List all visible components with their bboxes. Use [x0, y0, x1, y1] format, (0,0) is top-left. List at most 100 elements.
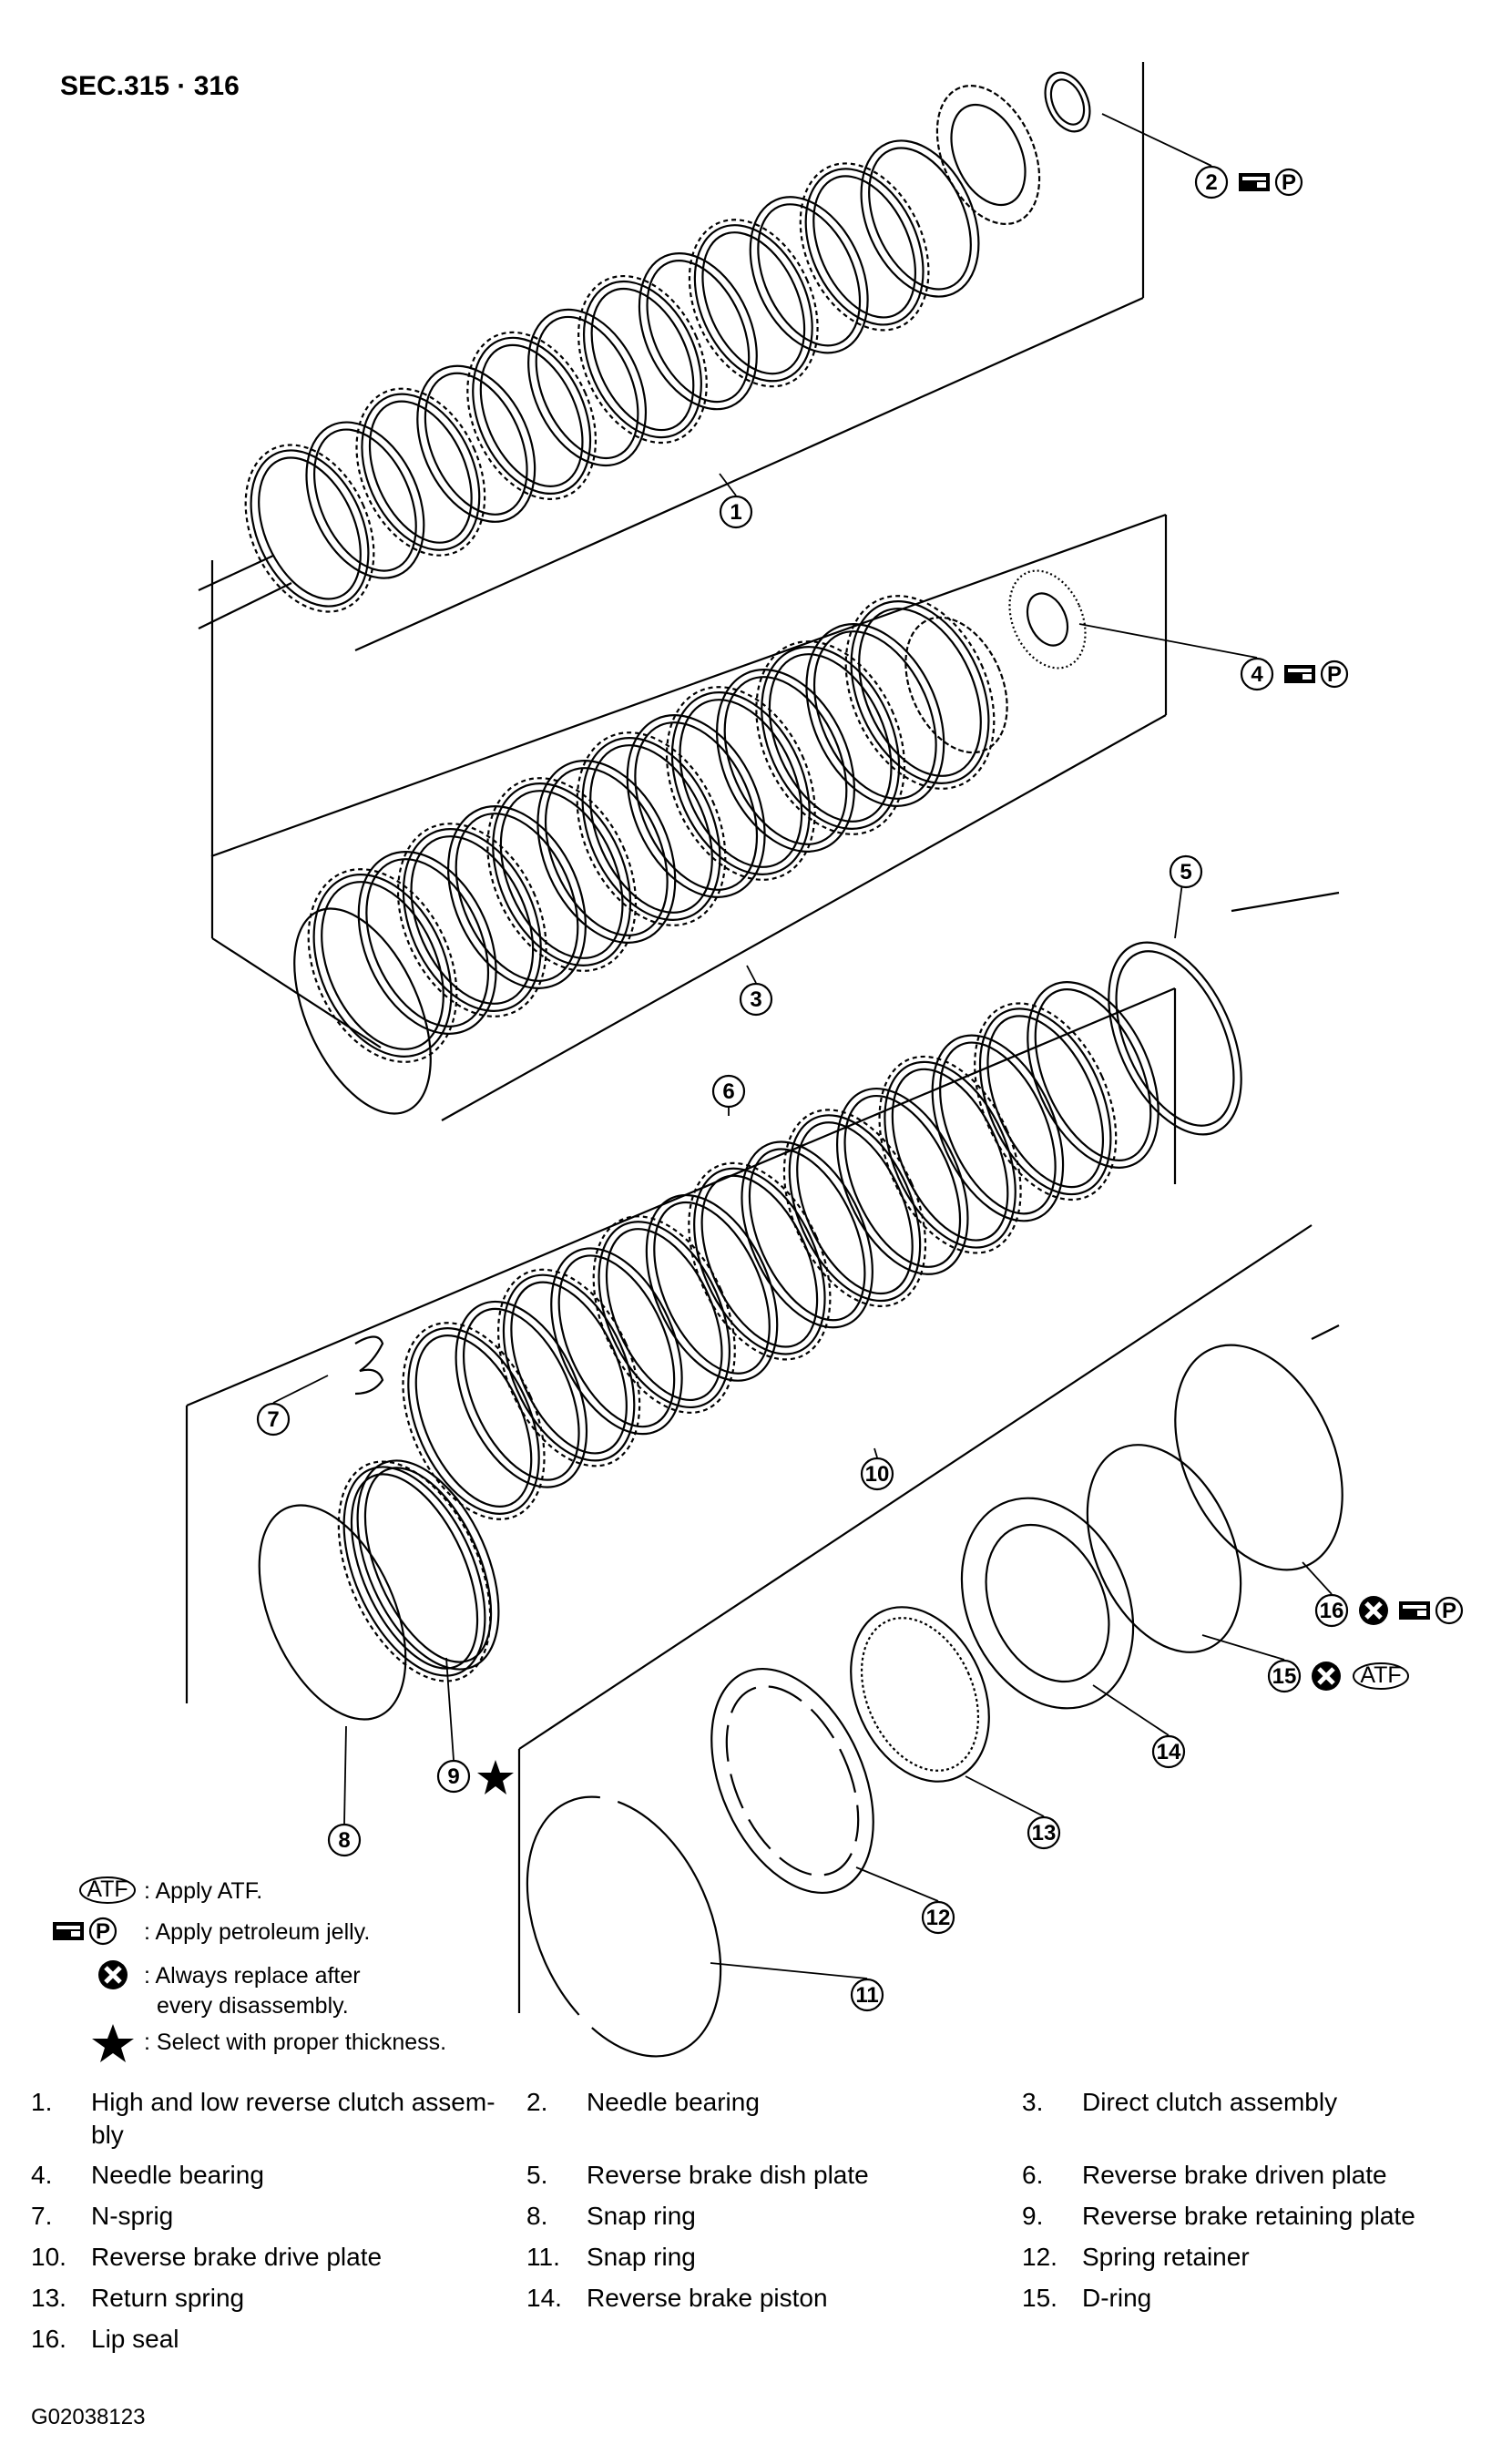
part-name: High and low reverse clutch assem- — [91, 2088, 495, 2116]
part-number: 10. — [31, 2243, 66, 2271]
part-name: Reverse brake dish plate — [587, 2161, 869, 2189]
callout-circle-14 — [1151, 1734, 1186, 1769]
part-number: 2. — [526, 2088, 548, 2116]
legend-thickness-text: : Select with proper thickness. — [144, 2030, 446, 2055]
part-name: Spring retainer — [1082, 2243, 1250, 2271]
part-name: Direct clutch assembly — [1082, 2088, 1338, 2116]
callout-leader-7 — [272, 1375, 329, 1404]
part-name: Needle bearing — [91, 2161, 264, 2189]
callout-number-2: 2 — [1205, 170, 1217, 195]
snap-ring-11 — [526, 1795, 722, 2058]
callout-circle-16 — [1314, 1593, 1349, 1628]
dish-plate-5 — [1108, 941, 1242, 1136]
part-number: 13. — [31, 2284, 66, 2312]
part-number: 14. — [526, 2284, 562, 2312]
callout-number-4: 4 — [1251, 662, 1263, 687]
callout-circle-2 — [1194, 165, 1229, 199]
callout-circle-10 — [860, 1457, 894, 1491]
direct-clutch-plates — [307, 595, 996, 1063]
petroleum-jelly-icon — [1237, 168, 1303, 197]
section-title: SEC.315 · 316 — [60, 71, 240, 101]
petroleum-jelly-icon — [1397, 1596, 1464, 1625]
part-name: Reverse brake driven plate — [1082, 2161, 1387, 2189]
callout-leader-14 — [1092, 1684, 1170, 1736]
callout-circle-9 — [436, 1759, 471, 1794]
legend-replace-icon — [98, 1960, 128, 1989]
clutch-hub-3 — [904, 616, 1008, 754]
callout-number-1: 1 — [730, 500, 741, 525]
part-name: Lip seal — [91, 2325, 179, 2353]
callout-leader-8 — [343, 1725, 347, 1825]
lip-seal-16 — [1174, 1344, 1343, 1571]
callout-circle-7 — [256, 1402, 291, 1437]
part-number: 3. — [1022, 2088, 1044, 2116]
legend-petroleum-jelly-icon — [51, 1917, 117, 1946]
part-name: Snap ring — [587, 2243, 696, 2271]
legend-petroleum-jelly-text: : Apply petroleum jelly. — [144, 1919, 370, 1945]
part-name: N-sprig — [91, 2202, 174, 2230]
snap-ring-8 — [258, 1504, 407, 1721]
callout-circle-4 — [1240, 657, 1274, 691]
legend-replace-text-1: : Always replace after — [144, 1963, 361, 1989]
callout-number-7: 7 — [267, 1407, 279, 1432]
reverse-brake-plates — [402, 981, 1160, 1520]
callout-leader-1 — [719, 473, 737, 496]
replace-icon — [1359, 1596, 1388, 1625]
callout-leader-16 — [1302, 1561, 1333, 1595]
callout-number-8: 8 — [338, 1828, 350, 1853]
atf-icon — [1353, 1662, 1409, 1690]
part-number: 12. — [1022, 2243, 1057, 2271]
callout-number-15: 15 — [1272, 1664, 1297, 1689]
part-number: 5. — [526, 2161, 548, 2189]
callout-leader-10 — [873, 1447, 878, 1458]
callout-number-13: 13 — [1032, 1821, 1057, 1846]
part-number: 16. — [31, 2325, 66, 2353]
legend-star-icon — [92, 2024, 134, 2062]
part-name: Needle bearing — [587, 2088, 760, 2116]
part-name: Snap ring — [587, 2202, 696, 2230]
outline-brackets — [185, 62, 1340, 2013]
return-spring-13 — [850, 1606, 990, 1783]
callout-number-6: 6 — [722, 1079, 734, 1104]
callout-circle-12 — [921, 1900, 955, 1935]
callout-number-3: 3 — [750, 987, 761, 1012]
legend-atf-icon — [79, 1876, 136, 1904]
snap-ring-upper — [293, 907, 432, 1115]
callout-leader-12 — [855, 1866, 939, 1902]
n-spring-7 — [354, 1335, 384, 1396]
replace-icon — [1312, 1662, 1341, 1691]
part-name: D-ring — [1082, 2284, 1152, 2312]
callout-circle-6 — [711, 1074, 746, 1109]
part-name: Return spring — [91, 2284, 245, 2312]
callout-number-16: 16 — [1320, 1599, 1344, 1623]
part-number: 7. — [31, 2202, 53, 2230]
callout-circle-3 — [739, 982, 773, 1017]
part-number: 9. — [1022, 2202, 1044, 2230]
callout-circle-15 — [1267, 1659, 1302, 1693]
part-name: Reverse brake piston — [587, 2284, 828, 2312]
petroleum-jelly-icon — [1282, 660, 1349, 689]
callout-leader-15 — [1201, 1634, 1285, 1661]
callout-circle-13 — [1027, 1815, 1061, 1850]
callout-circle-8 — [327, 1823, 362, 1857]
part-number: 11. — [526, 2243, 560, 2271]
part-number: 1. — [31, 2088, 53, 2116]
d-ring-15 — [1086, 1444, 1242, 1653]
high-low-reverse-clutch-plates — [244, 139, 980, 613]
callout-circle-1 — [719, 495, 753, 529]
callout-leader-3 — [746, 965, 757, 984]
callout-circle-5 — [1169, 854, 1203, 889]
callout-number-12: 12 — [926, 1906, 951, 1930]
part-name: Reverse brake drive plate — [91, 2243, 383, 2271]
part-number: 6. — [1022, 2161, 1044, 2189]
figure-code: G02038123 — [31, 2405, 146, 2429]
callout-number-9: 9 — [447, 1764, 459, 1789]
retaining-plate-9 — [337, 1459, 500, 1682]
star-icon — [477, 1760, 514, 1794]
part-name-continued: bly — [91, 2121, 124, 2149]
needle-bearing-4-ring — [1008, 569, 1087, 670]
part-number: 15. — [1022, 2284, 1057, 2312]
callout-circle-11 — [850, 1978, 884, 2012]
callout-leader-11 — [710, 1962, 868, 1979]
